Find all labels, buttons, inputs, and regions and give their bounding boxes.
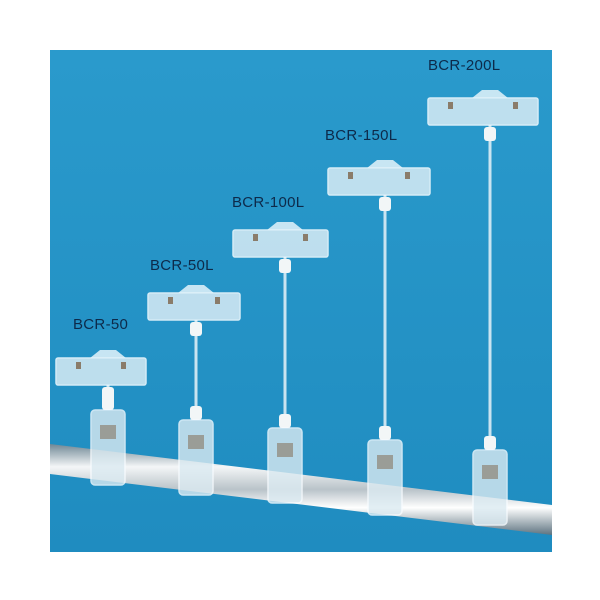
spring-right	[121, 362, 126, 369]
swivel-knob-top	[190, 322, 202, 336]
spring-right	[215, 297, 220, 304]
holder-stem	[383, 195, 387, 440]
rail-clip	[472, 449, 508, 526]
product-label-bcr-100l: BCR-100L	[232, 194, 305, 211]
product-label-bcr-150l: BCR-150L	[325, 127, 398, 144]
spring-left	[348, 172, 353, 179]
card-clip-head	[427, 97, 539, 126]
card-clip-head	[232, 229, 329, 258]
holder-stem	[488, 125, 492, 450]
spring-left	[253, 234, 258, 241]
product-label-bcr-200l: BCR-200L	[428, 57, 501, 74]
swivel-knob-bottom	[484, 436, 496, 450]
swivel-knob-top	[279, 259, 291, 273]
spring-right	[513, 102, 518, 109]
card-holder-bcr-200l	[427, 90, 539, 450]
rail-clip-spring	[482, 465, 498, 479]
spring-left	[168, 297, 173, 304]
card-clip-head	[327, 167, 431, 196]
card-clip-top	[267, 222, 303, 230]
card-clip-top	[178, 285, 214, 293]
card-holder-bcr-50	[55, 350, 147, 410]
spring-right	[303, 234, 308, 241]
swivel-knob-bottom	[102, 396, 114, 410]
rail-clip-body	[472, 449, 508, 526]
product-label-bcr-50l: BCR-50L	[150, 257, 214, 274]
rail-clip-spring	[377, 455, 393, 469]
card-clip-top	[90, 350, 126, 358]
swivel-knob-bottom	[279, 414, 291, 428]
card-clip-head	[55, 357, 147, 386]
spring-left	[76, 362, 81, 369]
swivel-knob-top	[379, 197, 391, 211]
card-holder-bcr-150l	[327, 160, 431, 440]
holder-stem	[283, 257, 287, 428]
swivel-knob-bottom	[379, 426, 391, 440]
rail-clip-body	[267, 427, 303, 504]
rail-clip	[367, 439, 403, 516]
rail-clip-spring	[188, 435, 204, 449]
swivel-knob-bottom	[190, 406, 202, 420]
product-photo	[50, 50, 552, 552]
swivel-knob-top	[484, 127, 496, 141]
rail-clip-spring	[100, 425, 116, 439]
product-label-bcr-50: BCR-50	[73, 316, 129, 333]
spring-left	[448, 102, 453, 109]
card-clip-top	[367, 160, 403, 168]
rail-clip-body	[90, 409, 126, 486]
rail-clip	[90, 409, 126, 486]
rail-clip-body	[178, 419, 214, 496]
card-clip-top	[472, 90, 508, 98]
rail-clip	[178, 419, 214, 496]
rail-clip	[267, 427, 303, 504]
rail-clip-spring	[277, 443, 293, 457]
rail-clip-body	[367, 439, 403, 516]
card-holder-bcr-100l	[232, 222, 329, 428]
card-clip-head	[147, 292, 241, 321]
card-holder-bcr-50l	[147, 285, 241, 420]
holder-stem	[194, 320, 198, 420]
spring-right	[405, 172, 410, 179]
